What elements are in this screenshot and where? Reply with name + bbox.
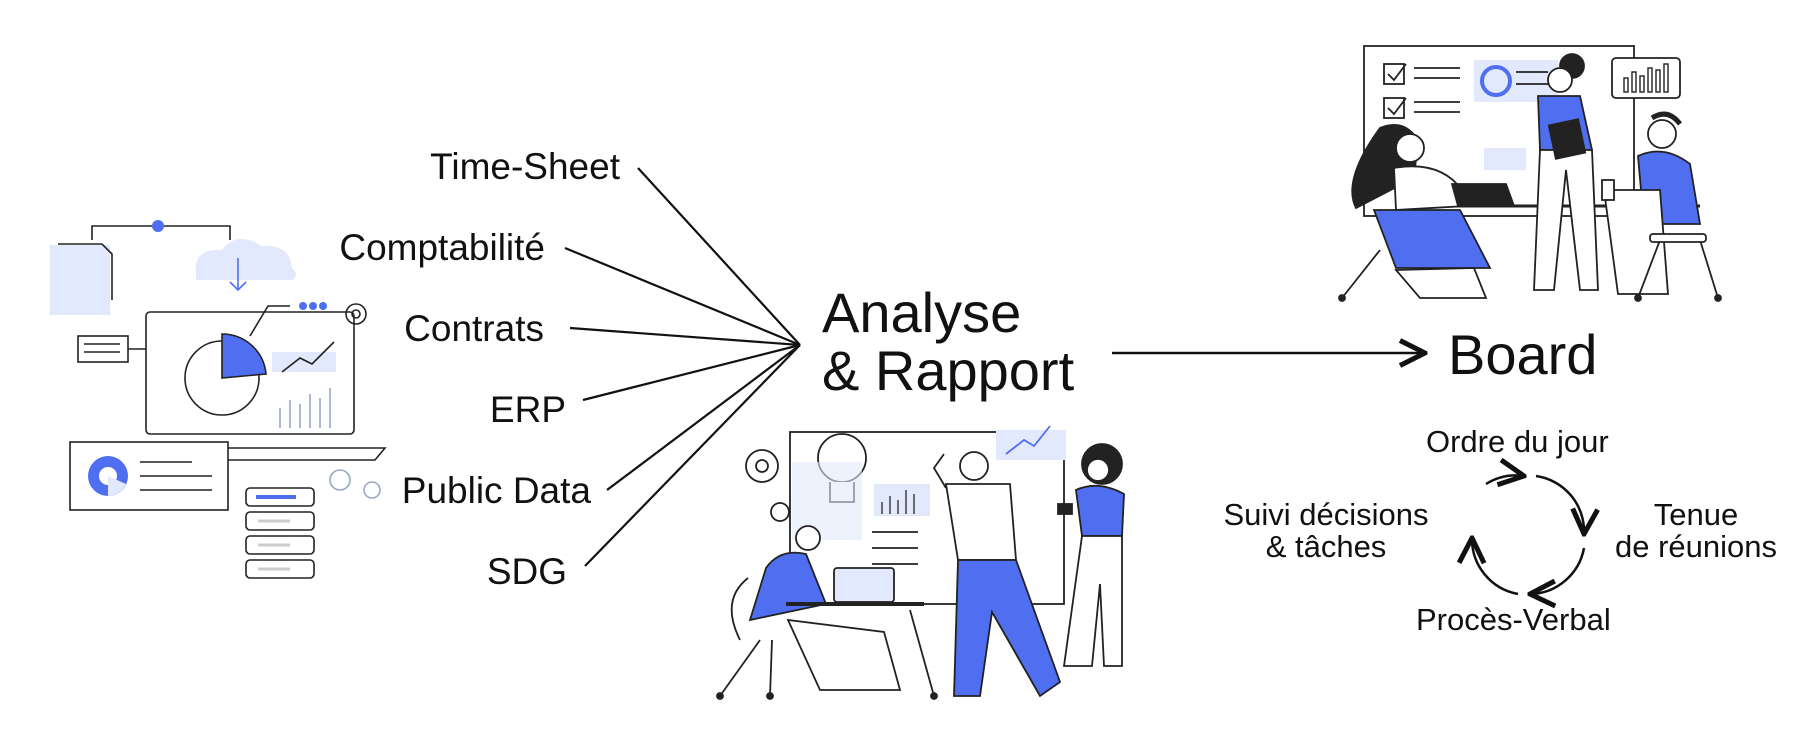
cycle-step-suivi-line2: & tâches — [1265, 529, 1387, 564]
cycle-arrow-3 — [1530, 547, 1586, 594]
source-connectors — [564, 167, 801, 567]
board-meeting-illustration — [1338, 45, 1722, 302]
connector-comptabilite — [564, 246, 801, 347]
cycle-arrow-2 — [1535, 474, 1584, 534]
connector-erp — [582, 343, 801, 402]
source-comptabilite: Comptabilité — [339, 227, 545, 268]
cycle-step-tenue-line1: Tenue — [1653, 497, 1739, 532]
connector-contrats — [569, 326, 801, 347]
connector-time-sheet — [637, 167, 801, 346]
hub-title-line2: & Rapport — [822, 339, 1075, 402]
cycle-step-suivi-decisions: Suivi décisions & tâches — [1212, 499, 1440, 563]
cycle-step-tenue-line2: de réunions — [1614, 529, 1777, 564]
cycle-arrow-4 — [1472, 538, 1519, 596]
connector-sdg — [584, 344, 801, 567]
hub-title: Analyse & Rapport — [822, 284, 1074, 400]
source-public-data: Public Data — [401, 470, 591, 511]
cycle-step-ordre-du-jour: Ordre du jour — [1426, 424, 1609, 459]
source-time-sheet: Time-Sheet — [430, 146, 620, 187]
source-contrats: Contrats — [404, 308, 544, 349]
hub-title-line1: Analyse — [822, 281, 1022, 344]
cycle-step-suivi-line1: Suivi décisions — [1223, 497, 1429, 532]
cycle-step-proces-verbal: Procès-Verbal — [1416, 602, 1611, 637]
source-sdg: SDG — [486, 551, 567, 592]
cycle-step-tenue-de-reunions: Tenue de réunions — [1604, 499, 1788, 563]
cycle-arrow-1 — [1485, 475, 1524, 484]
board-title: Board — [1448, 323, 1598, 386]
cycle-arrows — [1472, 475, 1584, 594]
analysis-team-illustration — [716, 425, 1125, 700]
source-erp: ERP — [489, 389, 566, 430]
data-sources-illustration — [50, 220, 387, 579]
connector-public-data — [606, 344, 801, 491]
